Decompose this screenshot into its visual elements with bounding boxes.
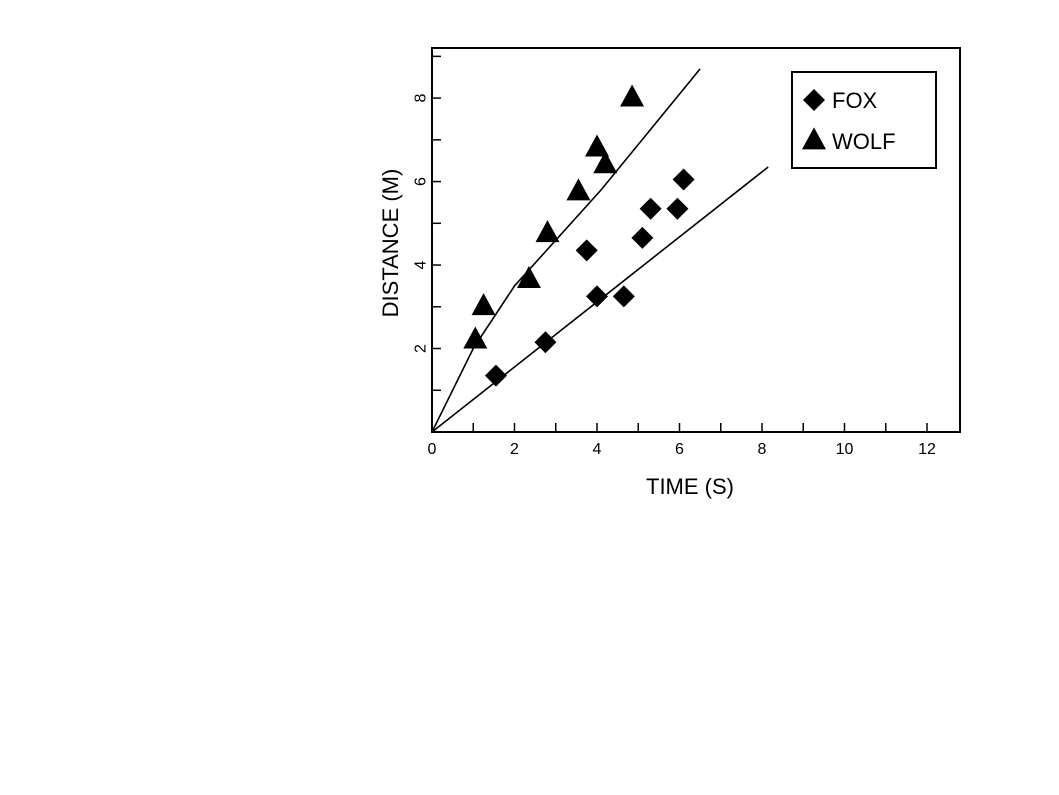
y-tick-label: 4: [413, 260, 430, 269]
fox-point: [639, 197, 662, 220]
legend-fox-marker: [803, 89, 825, 111]
x-tick-label: 2: [510, 441, 519, 458]
x-tick-label: 8: [758, 441, 767, 458]
fox-point: [586, 285, 608, 308]
wolf-point: [535, 220, 560, 243]
legend: FOX WOLF: [791, 71, 937, 169]
wolf-point: [585, 134, 609, 157]
x-tick-label: 10: [836, 441, 854, 458]
data-points: [463, 84, 695, 387]
fox-point: [612, 285, 635, 308]
x-axis-title: TIME (S): [646, 474, 734, 499]
fox-point: [534, 331, 557, 354]
y-tick-label: 6: [413, 177, 430, 186]
y-tick-label: 2: [413, 344, 430, 353]
wolf-point: [516, 266, 541, 289]
wolf-point: [471, 293, 496, 316]
legend-fox-label: FOX: [832, 88, 878, 113]
x-axis-ticks: 0 2 4 6 8 10 12: [428, 423, 936, 458]
fox-point: [666, 197, 689, 220]
fox-point: [484, 364, 507, 387]
fit-lines: [431, 68, 769, 433]
wolf-point: [463, 326, 488, 349]
y-axis-ticks: 2 4 6 8: [413, 55, 441, 392]
wolf-point: [620, 84, 645, 107]
plot-frame: [431, 47, 961, 433]
x-tick-label: 12: [918, 441, 936, 458]
legend-wolf-label: WOLF: [832, 129, 896, 154]
x-tick-label: 6: [675, 441, 684, 458]
legend-box: [791, 71, 937, 169]
y-axis-title: DISTANCE (M): [378, 169, 403, 318]
legend-wolf-marker: [802, 127, 826, 150]
fox-point: [672, 168, 695, 191]
x-tick-label: 4: [593, 441, 602, 458]
fox-point: [631, 226, 654, 249]
wolf-fit-line: [431, 68, 701, 433]
wolf-point: [593, 151, 618, 174]
wolf-point: [566, 178, 591, 201]
x-tick-label: 0: [428, 441, 437, 458]
y-tick-label: 8: [413, 94, 430, 103]
fox-point: [575, 239, 598, 262]
